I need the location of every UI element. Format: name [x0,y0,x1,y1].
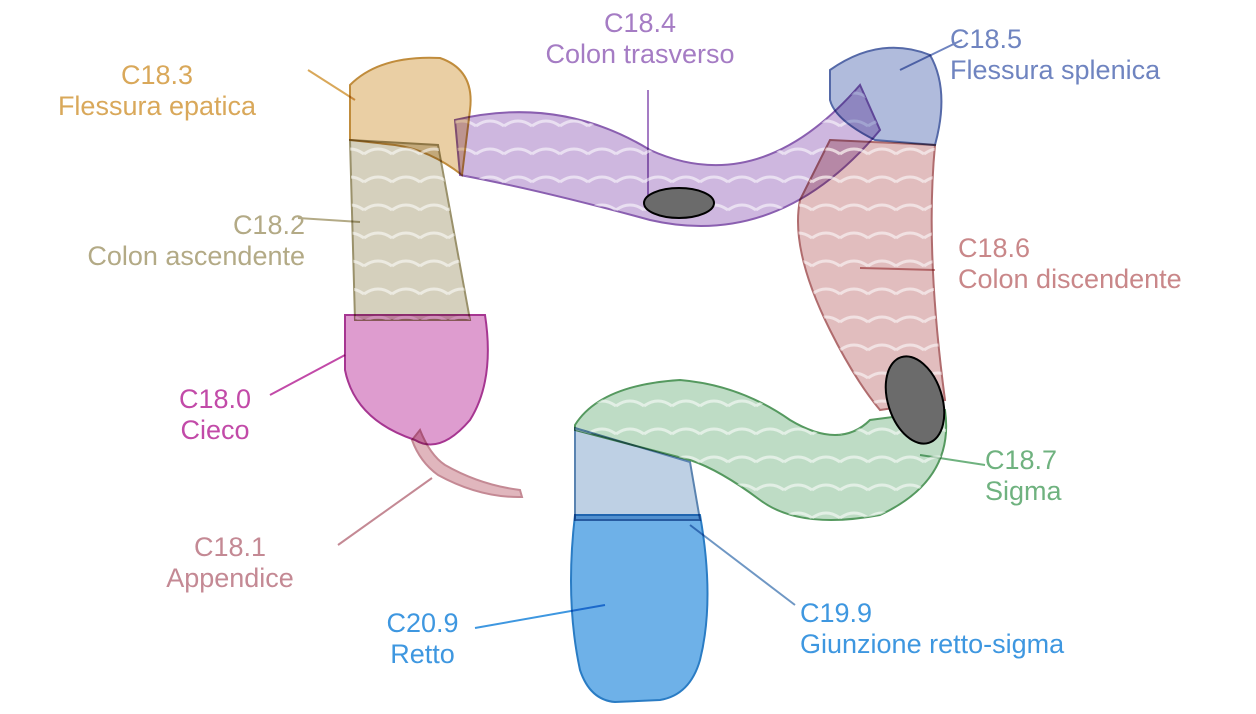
code-splenic: C18.5 [950,24,1250,55]
label-sigmoid: C18.7 Sigma [985,445,1145,507]
name-sigmoid: Sigma [985,476,1145,507]
leader-line-ascending [298,218,360,222]
name-descending: Colon discendente [958,264,1253,295]
label-rectum: C20.9 Retto [365,608,480,670]
code-hepatic: C18.3 [22,60,292,91]
code-appendix: C18.1 [140,532,320,563]
name-cecum: Cieco [140,415,290,446]
label-transverse-colon: C18.4 Colon trasverso [505,8,775,70]
label-appendix: C18.1 Appendice [140,532,320,594]
code-sigmoid: C18.7 [985,445,1145,476]
lesion-transverse-marker [644,188,714,218]
name-rectosigmoid: Giunzione retto-sigma [800,629,1160,660]
label-hepatic-flexure: C18.3 Flessura epatica [22,60,292,122]
name-splenic: Flessura splenica [950,55,1250,86]
name-appendix: Appendice [140,563,320,594]
label-splenic-flexure: C18.5 Flessura splenica [950,24,1250,86]
code-cecum: C18.0 [140,384,290,415]
leader-line-appendix [338,478,432,545]
cecum-segment [345,315,488,445]
label-descending-colon: C18.6 Colon discendente [958,233,1253,295]
label-rectosigmoid: C19.9 Giunzione retto-sigma [800,598,1160,660]
code-rectosigmoid: C19.9 [800,598,1160,629]
rectum-segment [571,515,708,702]
leader-line-hepatic [308,70,355,100]
code-transverse: C18.4 [505,8,775,39]
name-transverse: Colon trasverso [505,39,775,70]
name-rectum: Retto [365,639,480,670]
name-hepatic: Flessura epatica [22,91,292,122]
name-ascending: Colon ascendente [5,241,305,272]
code-descending: C18.6 [958,233,1253,264]
label-ascending-colon: C18.2 Colon ascendente [5,210,305,272]
label-cecum: C18.0 Cieco [140,384,290,446]
code-rectum: C20.9 [365,608,480,639]
code-ascending: C18.2 [5,210,305,241]
